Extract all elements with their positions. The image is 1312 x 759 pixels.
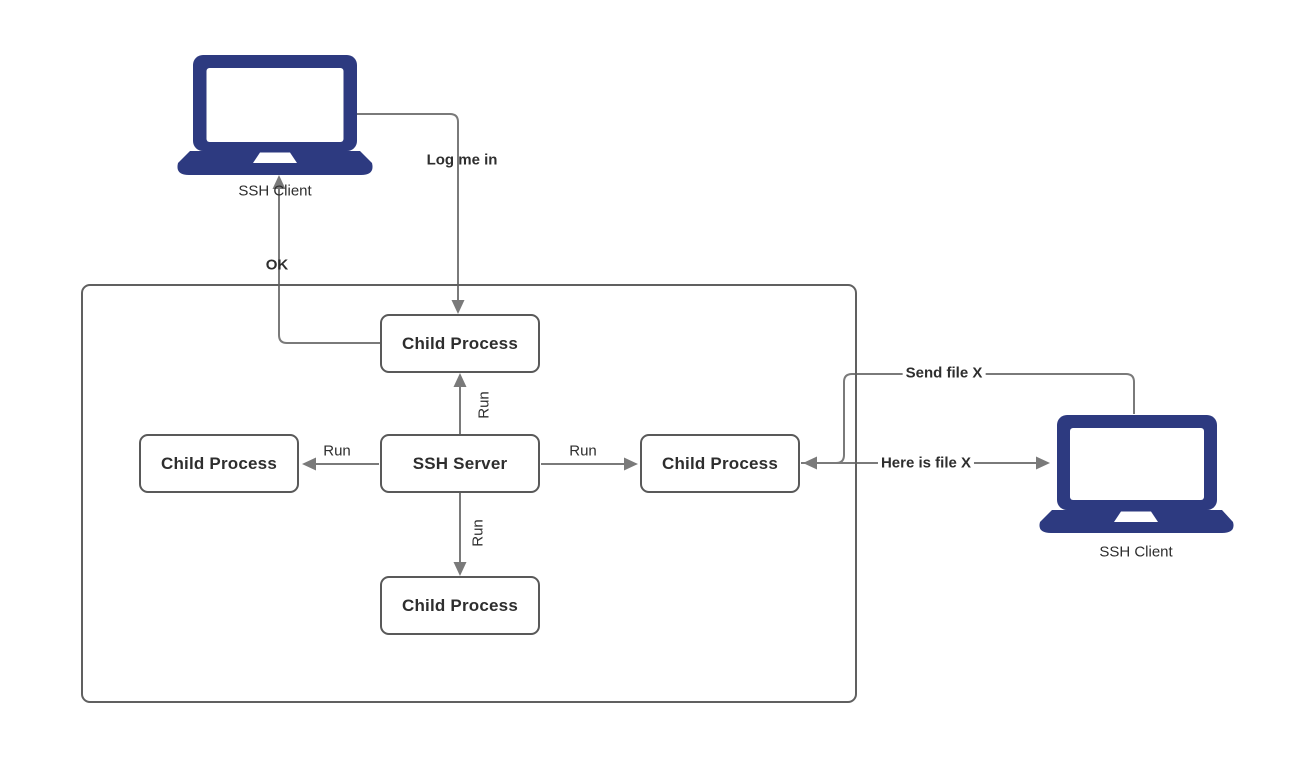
arrow-right-icon [624,457,638,471]
edge-label-run-bottom: Run [469,519,487,547]
edge-log-me-in [357,113,465,314]
laptop-icon [1039,415,1234,533]
edge-ok [272,175,380,344]
arrow-down-icon [451,300,465,314]
laptop-right-label: SSH Client [1099,543,1173,561]
arrow-down-icon [453,562,467,576]
arrow-up-icon [453,373,467,387]
edge-label-run-left: Run [323,442,351,460]
edge-run-bottom [453,493,467,576]
edge-label-log-me-in: Log me in [426,151,498,169]
edge-label-send-file-x: Send file X [902,364,986,382]
node-label: SSH Server [412,453,508,473]
edge-run-top [453,373,467,434]
node-child-process-top: Child Process [380,314,540,373]
arrow-left-icon [302,457,316,471]
server-host-container [81,284,857,703]
edge-run-left [302,457,379,471]
node-label: Child Process [662,453,778,473]
node-label: Child Process [402,595,518,615]
node-child-process-right: Child Process [640,434,800,493]
node-label: Child Process [161,453,277,473]
laptop-left-label: SSH Client [238,182,312,200]
node-ssh-server: SSH Server [380,434,540,493]
node-child-process-bottom: Child Process [380,576,540,635]
laptop-icon [177,55,373,175]
edge-label-here-is-file-x: Here is file X [877,454,975,472]
node-child-process-left: Child Process [139,434,299,493]
edge-label-run-top: Run [475,391,493,419]
edge-label-ok: OK [265,256,289,274]
node-label: Child Process [402,333,518,353]
edge-run-right [541,457,638,471]
arrow-right-icon [1036,456,1050,470]
arrow-up-icon [272,175,286,189]
edge-label-run-right: Run [569,442,597,460]
